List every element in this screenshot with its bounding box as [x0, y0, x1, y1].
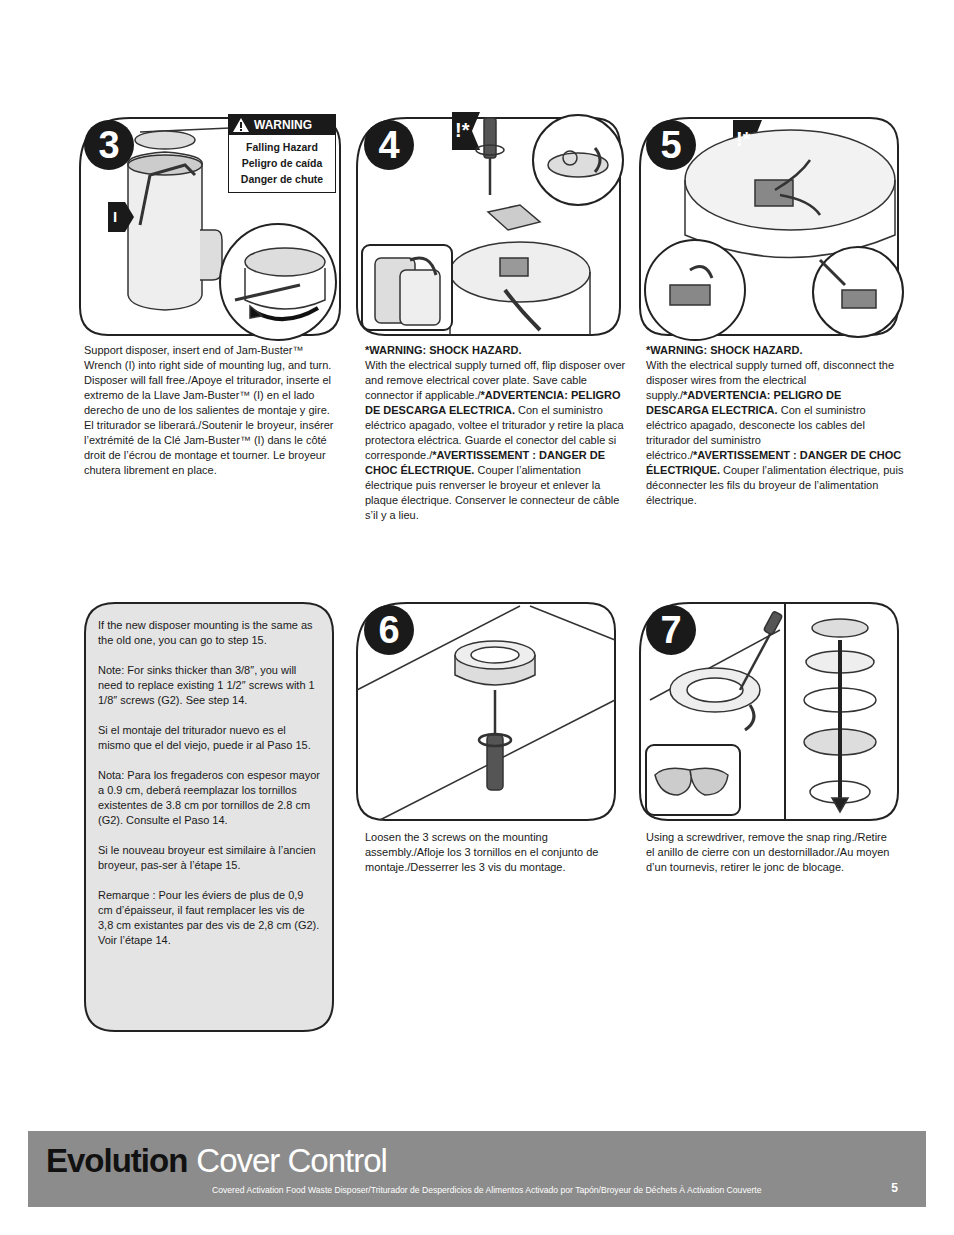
- step-instructions: Using a screwdriver, remove the snap rin…: [646, 830, 891, 875]
- mounting-drawing: [357, 606, 615, 820]
- tag-outline: [108, 202, 134, 232]
- part-letter: I: [113, 208, 117, 226]
- step-frame: [640, 603, 898, 820]
- shock-warning-mark: !*: [455, 118, 469, 142]
- electrical-plate-drawing: [362, 115, 623, 335]
- note-paragraph: Si le nouveau broyeur est similaire à l’…: [98, 843, 321, 873]
- note-paragraph: Remarque : Pour les éviers de plus de 0,…: [98, 888, 321, 948]
- note-panel-bg: [85, 603, 333, 1031]
- warning-text: *WARNING: SHOCK HAZARD.: [365, 343, 627, 358]
- product-name: Cover Control: [196, 1141, 387, 1181]
- step-number-text: 4: [378, 124, 399, 166]
- step-number-text: 7: [660, 609, 681, 651]
- warning-text: *WARNING: SHOCK HAZARD.: [646, 343, 904, 358]
- page-number: 5: [891, 1181, 898, 1195]
- step-number: 7: [646, 605, 696, 655]
- step-instructions: Support disposer, insert end of Jam-Bust…: [84, 343, 342, 478]
- step-instructions: *WARNING: SHOCK HAZARD.With the electric…: [365, 343, 627, 523]
- step-instructions: *WARNING: SHOCK HAZARD.With the electric…: [646, 343, 904, 508]
- step-number-text: 3: [98, 124, 119, 166]
- product-subtitle: Covered Activation Food Waste Disposer/T…: [212, 1185, 761, 1196]
- note-panel: If the new disposer mounting is the same…: [85, 603, 333, 1031]
- step-frame: [640, 118, 898, 335]
- warning-header: WARNING: [229, 115, 335, 135]
- step-number-text: 5: [660, 124, 681, 166]
- brand-name: Evolution: [46, 1141, 187, 1181]
- step-instructions: Loosen the 3 screws on the mounting asse…: [365, 830, 605, 875]
- instruction-text: Loosen the 3 screws on the mounting asse…: [365, 831, 598, 873]
- warning-text: Falling Hazard Peligro de caída Danger d…: [229, 135, 335, 192]
- instruction-text: Using a screwdriver, remove the snap rin…: [646, 831, 889, 873]
- step-number: 5: [646, 120, 696, 170]
- note-paragraph: Note: For sinks thicker than 3/8″, you w…: [98, 663, 321, 708]
- part-tag: I: [108, 202, 134, 232]
- snap-ring-drawing: [646, 603, 876, 820]
- warning-flag: [452, 112, 480, 150]
- instruction-text: Support disposer, insert end of Jam-Bust…: [84, 344, 333, 476]
- warning-triangle: [233, 118, 249, 132]
- step-frame: [357, 603, 615, 820]
- step-number: 4: [364, 120, 414, 170]
- note-paragraph: Si el montaje del triturador nuevo es el…: [98, 723, 321, 753]
- step-number: 6: [364, 605, 414, 655]
- step-number-text: 6: [378, 609, 399, 651]
- warning-title: WARNING: [254, 118, 312, 132]
- note-paragraph: Nota: Para los fregaderos con espesor ma…: [98, 768, 321, 828]
- step-number: 3: [84, 120, 134, 170]
- tag-shape: [108, 202, 134, 232]
- shock-warning-mark: !*: [736, 127, 750, 151]
- warning-box: WARNING Falling Hazard Peligro de caída D…: [228, 114, 336, 193]
- footer-bar: EvolutionCover ControlCovered Activation…: [28, 1131, 926, 1207]
- note-paragraph: If the new disposer mounting is the same…: [98, 618, 321, 648]
